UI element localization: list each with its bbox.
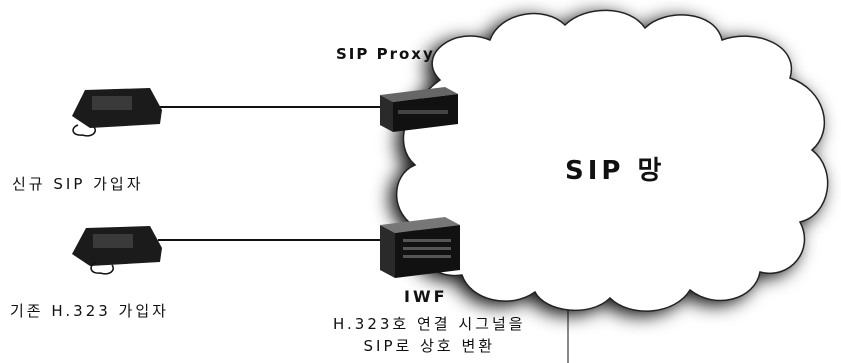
iwf-label: IWF bbox=[404, 287, 448, 306]
server-box-icon bbox=[380, 87, 458, 132]
telephone-icon bbox=[72, 88, 162, 136]
sip-network-label: SIP 망 bbox=[565, 150, 665, 187]
legacy-subscriber-label: 기존 H.323 가입자 bbox=[10, 300, 169, 321]
telephone-icon bbox=[72, 226, 162, 274]
iwf-description-line2: SIP로 상호 변환 bbox=[333, 335, 526, 357]
iwf-description-line1: H.323호 연결 시그널을 bbox=[333, 313, 526, 335]
gateway-box-icon bbox=[380, 217, 460, 278]
new-subscriber-label: 신규 SIP 가입자 bbox=[12, 173, 144, 194]
iwf-description: H.323호 연결 시그널을 SIP로 상호 변환 bbox=[333, 313, 526, 357]
sip-proxy-label: SIP Proxy bbox=[336, 45, 435, 63]
